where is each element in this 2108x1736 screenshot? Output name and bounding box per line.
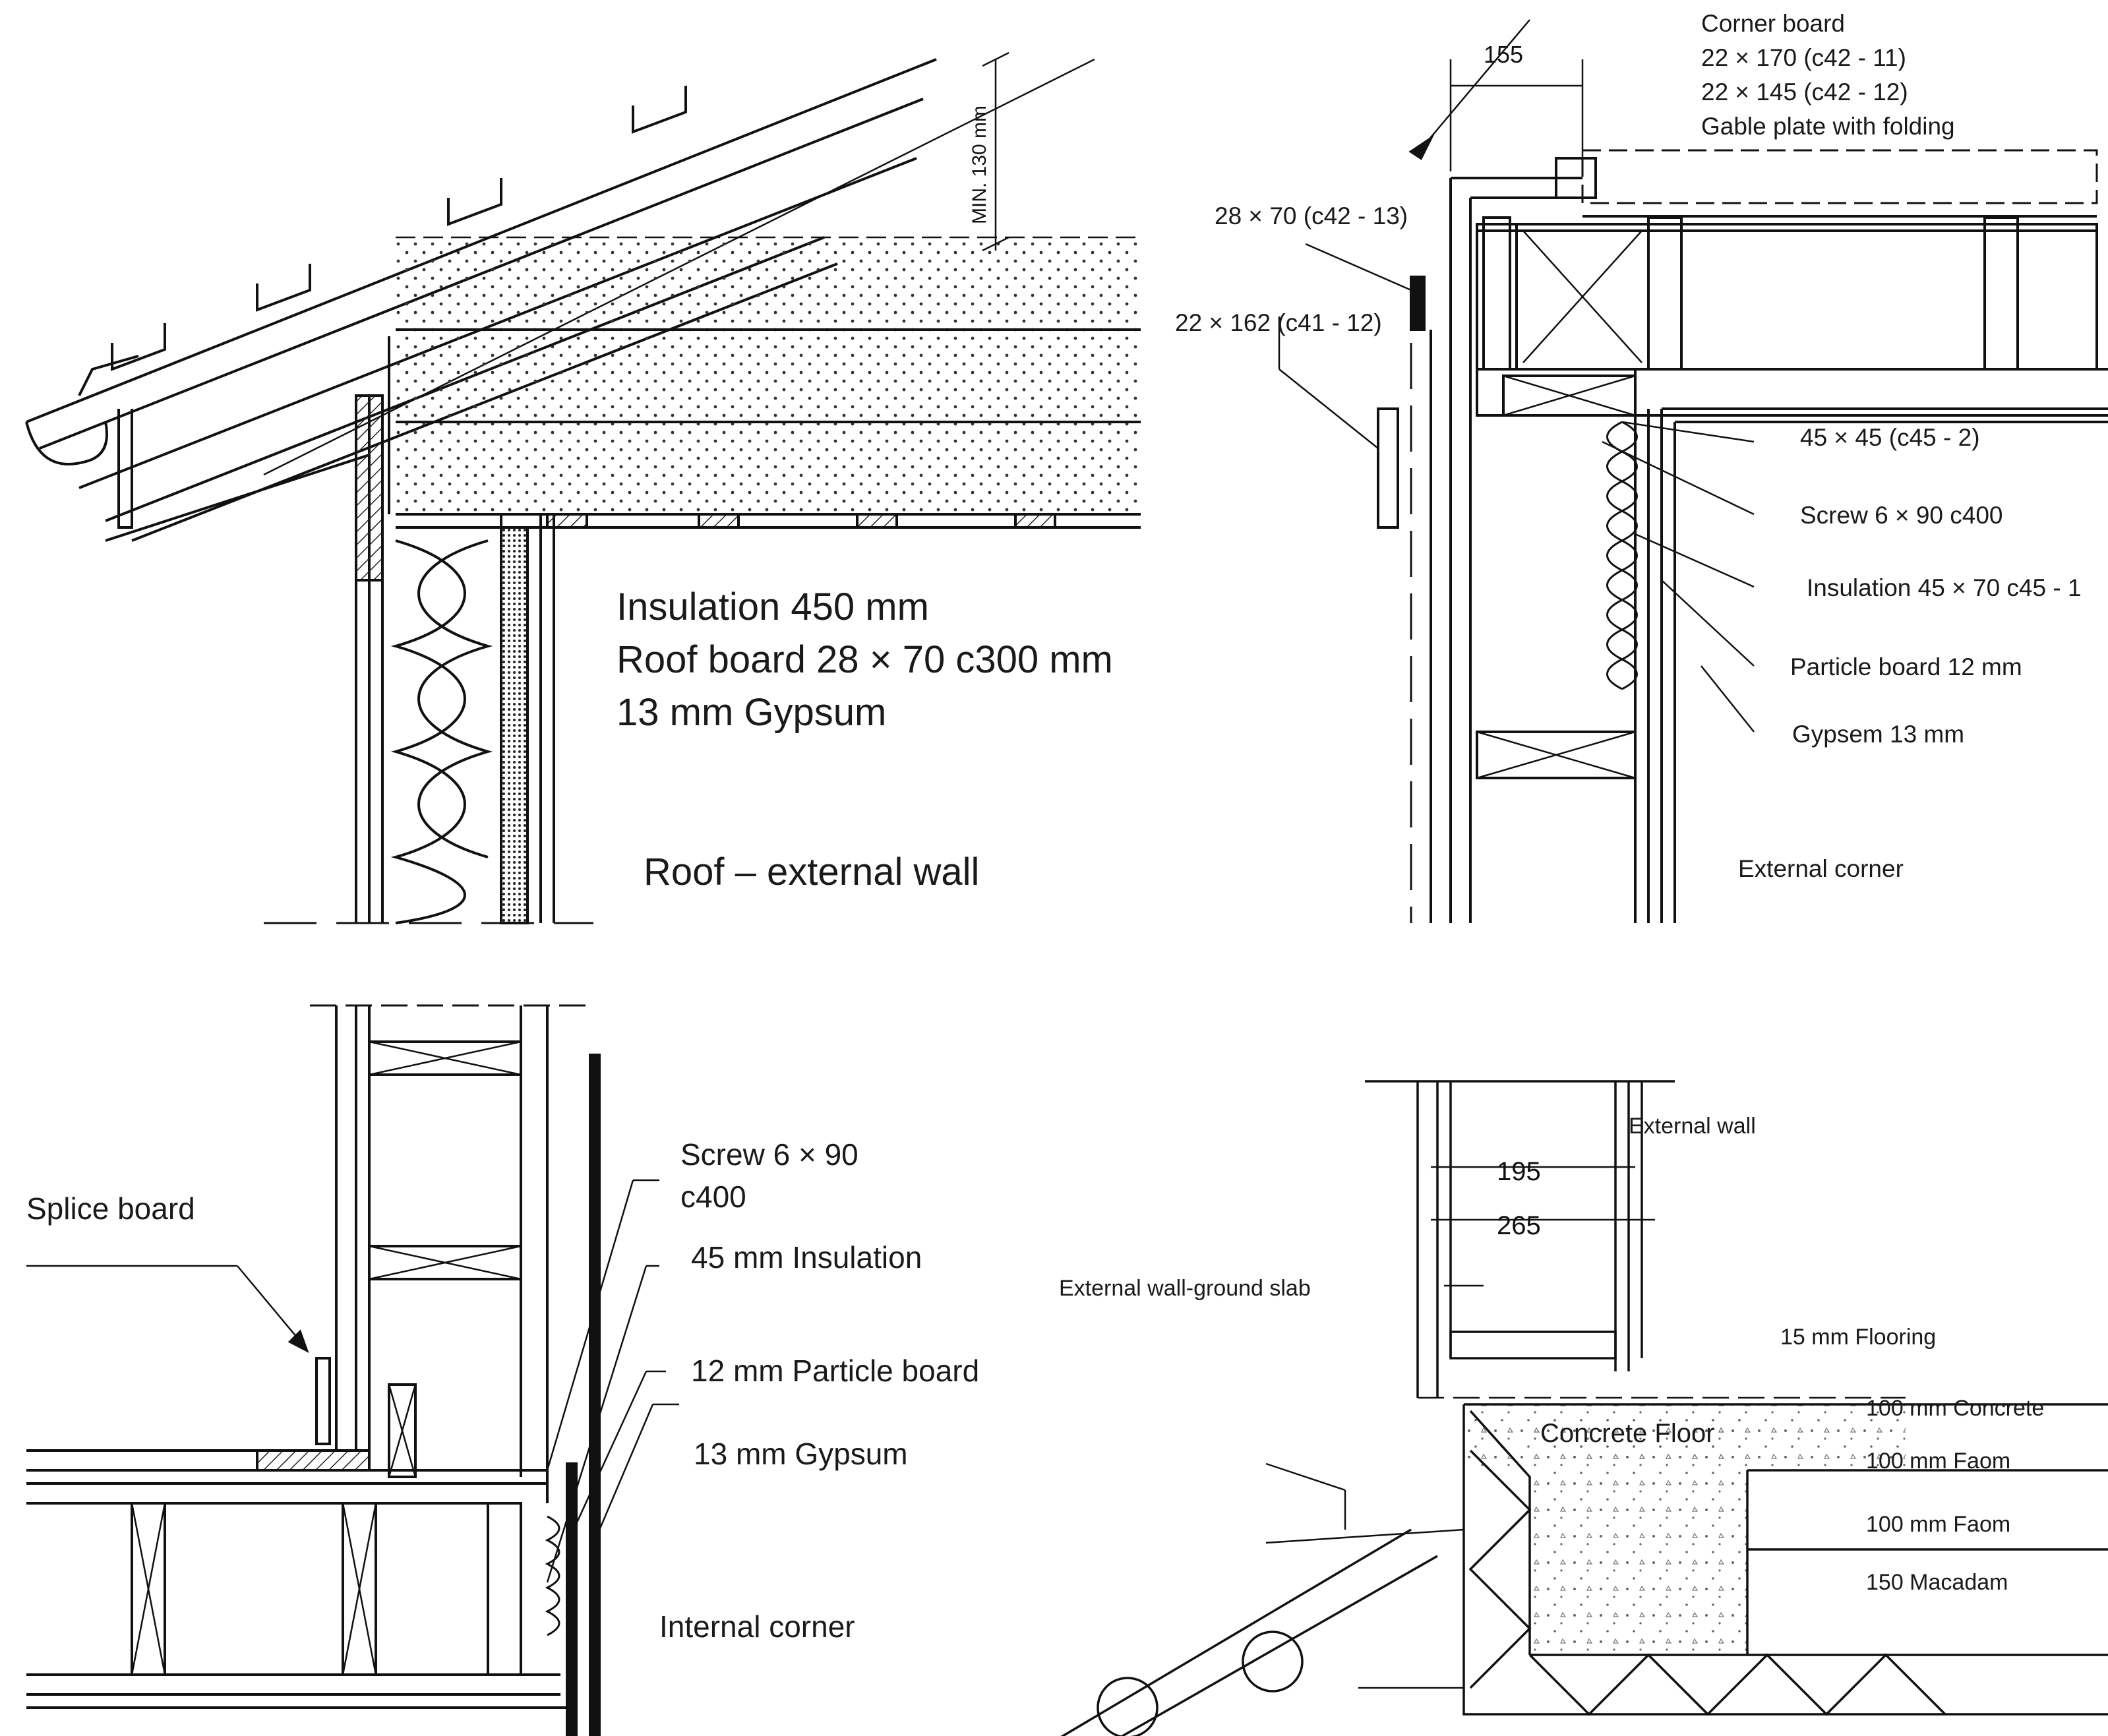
gypsum-13-label: 13 mm Gypsum bbox=[694, 1437, 908, 1471]
roof-gypsum-label: 13 mm Gypsum bbox=[617, 691, 887, 734]
callout-screw: Screw 6 × 90 c400 bbox=[1800, 502, 2003, 529]
screw-label: Screw 6 × 90 bbox=[680, 1137, 858, 1172]
splice-board-label: Splice board bbox=[26, 1191, 195, 1226]
internal-corner-drawing bbox=[26, 1004, 679, 1736]
ground-slab-drawing: 195 265 bbox=[1060, 1080, 2108, 1736]
roof-panel-title: Roof – external wall bbox=[644, 851, 980, 893]
corner-board-size-2: 22 × 145 (c42 - 12) bbox=[1701, 78, 1908, 105]
external-corner-title: External corner bbox=[1738, 855, 1904, 882]
macadam-label: 150 Macadam bbox=[1866, 1570, 2008, 1595]
dimension-195: 195 bbox=[1497, 1157, 1541, 1186]
external-corner-drawing: 155 bbox=[1278, 19, 2108, 923]
corner-board-label: Corner board bbox=[1701, 10, 1846, 37]
screw-spacing-label: c400 bbox=[680, 1180, 746, 1214]
roof-detail-drawing: MIN. 130 mm bbox=[25, 51, 1141, 924]
foam-100-label-1: 100 mm Faom bbox=[1866, 1449, 2011, 1474]
callout-45x45: 45 × 45 (c45 - 2) bbox=[1800, 424, 1980, 451]
roof-external-wall-panel: MIN. 130 mm Insulation 450 mm Roof board… bbox=[0, 0, 1147, 936]
roof-min-dimension: MIN. 130 mm bbox=[969, 105, 990, 224]
insulation-45-label: 45 mm Insulation bbox=[691, 1240, 922, 1274]
concrete-floor-label: Concrete Floor bbox=[1540, 1419, 1715, 1448]
corner-dimension-155: 155 bbox=[1484, 41, 1523, 68]
callout-particle-board: Particle board 12 mm bbox=[1790, 653, 2022, 680]
callout-28x70: 28 × 70 (c42 - 13) bbox=[1215, 202, 1408, 229]
callout-gypsem: Gypsem 13 mm bbox=[1792, 721, 1965, 748]
external-wall-label: External wall bbox=[1629, 1114, 1756, 1139]
corner-board-size-1: 22 × 170 (c42 - 11) bbox=[1701, 44, 1906, 71]
dimension-265: 265 bbox=[1497, 1211, 1541, 1240]
internal-corner-title: Internal corner bbox=[659, 1609, 855, 1644]
foam-100-label-2: 100 mm Faom bbox=[1866, 1512, 2011, 1537]
roof-board-label: Roof board 28 × 70 c300 mm bbox=[617, 638, 1113, 681]
particle-board-12-label: 12 mm Particle board bbox=[691, 1354, 980, 1388]
callout-insulation: Insulation 45 × 70 c45 - 1 bbox=[1807, 574, 2082, 601]
concrete-100-label: 100 mm Concrete bbox=[1866, 1396, 2045, 1421]
gable-plate-label: Gable plate with folding bbox=[1701, 113, 1955, 140]
callout-22x162: 22 × 162 (c41 - 12) bbox=[1175, 309, 1382, 336]
internal-corner-panel: Splice board Screw 6 × 90 c400 45 mm Ins… bbox=[0, 976, 1029, 1736]
ground-slab-title: External wall-ground slab bbox=[1059, 1276, 1311, 1301]
flooring-label: 15 mm Flooring bbox=[1780, 1325, 1937, 1350]
roof-insulation-label: Insulation 450 mm bbox=[617, 585, 929, 628]
ground-slab-panel: 195 265 External wall External wall-grou… bbox=[1042, 1029, 2108, 1736]
external-corner-panel: 155 Corner board 22 × 170 (c42 - 11) 22 … bbox=[1160, 0, 2108, 936]
